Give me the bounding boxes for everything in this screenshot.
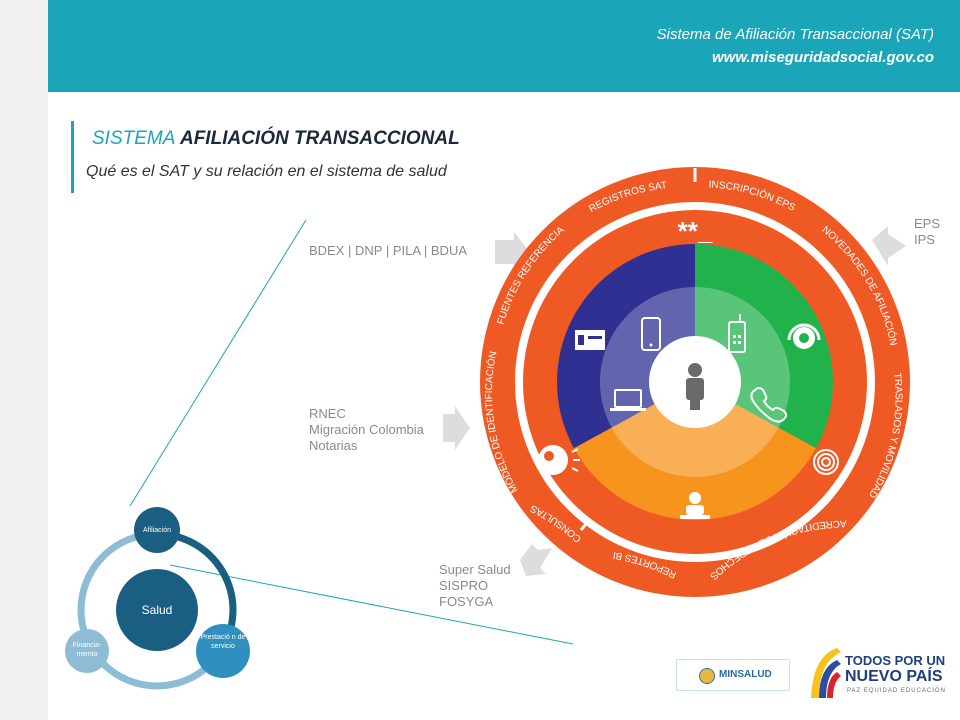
page-title: SISTEMA AFILIACIÓN TRANSACCIONAL [92,128,460,150]
health-cycle: Salud Afiliación Prestació n de servicio… [65,507,250,690]
cycle-node-financiamiento-label: Financia- miento [72,642,102,658]
ring-divider-bottom-left [579,518,592,531]
headset-icon [787,323,821,349]
cycle-center [116,569,198,651]
cycle-node-afiliacion-label: Afiliación [143,527,171,534]
minsalud-logo-text: MINSALUD [719,669,772,680]
source-notarias: Notarias [309,438,358,453]
gov-logo-line1: TODOS POR UN [845,653,946,668]
fingerprint-icon [813,449,839,475]
title-accent-bar [71,121,74,193]
header-band: Sistema de Afiliación Transaccional (SAT… [48,0,960,92]
arrow-identification-icon [443,406,470,450]
laptop-icon [610,389,646,411]
label-eps: EPS [914,216,941,231]
connector-line-bottom [169,564,574,645]
cycle-center-label: Salud [142,603,173,617]
cycle-node-prestacion-label: Prestació n de servicio [200,634,246,650]
arrow-consultas-icon [520,544,552,576]
person-icon [686,363,704,410]
left-strip [0,0,48,720]
password-icon: **_ [678,216,713,246]
phone-call-icon [750,387,787,423]
user-desk-icon [680,492,710,519]
header-title: Sistema de Afiliación Transaccional (SAT… [656,26,934,43]
cellphone-icon [728,314,746,353]
minsalud-logo: MINSALUD [676,659,790,691]
cycle-node-prestacion [196,624,250,678]
cycle-node-financiamiento [65,629,109,673]
gov-logo-line3: PAZ EQUIDAD EDUCACIÓN [847,688,946,694]
gov-logo-line2: NUEVO PAÍS [845,668,943,685]
cycle-node-financiamiento-fo: Financia- miento [72,642,102,658]
entity-sispro: SISPRO [439,578,489,593]
mobile-phone-icon [641,317,661,351]
reference-sources-label: BDEX | DNP | PILA | BDUA [309,243,467,258]
source-rnec: RNEC [309,406,346,421]
coat-of-arms-icon [699,668,715,684]
sector-orange [574,382,816,520]
voice-recognition-icon [538,445,580,475]
colombia-flag-swoosh-icon [811,648,841,698]
page-subtitle: Qué es el SAT y su relación en el sistem… [86,163,447,180]
arrow-eps-ips-icon [872,226,906,266]
identification-sources: RNEC Migración Colombia Notarias [309,406,424,454]
entity-fosyga: FOSYGA [439,594,494,609]
wheel-icons: **_ [538,216,839,519]
connector-lines [129,219,574,645]
title-accent-word: SISTEMA [92,128,176,149]
consultation-entities: Super Salud SISPRO FOSYGA [439,562,511,610]
label-ips: IPS [914,232,935,247]
card-icon [575,330,605,350]
title-rest: AFILIACIÓN TRANSACCIONAL [175,128,460,149]
source-migracion: Migración Colombia [309,422,424,437]
cycle-node-prestacion-fo: Prestació n de servicio [200,634,246,650]
eps-ips-labels: EPS IPS [914,216,940,248]
cycle-node-afiliacion [134,507,180,553]
government-logo: TODOS POR UN NUEVO PAÍS PAZ EQUIDAD EDUC… [807,642,945,702]
entity-supersalud: Super Salud [439,562,511,577]
connector-line-top [129,219,307,507]
header-url[interactable]: www.miseguridadsocial.gov.co [711,49,934,66]
